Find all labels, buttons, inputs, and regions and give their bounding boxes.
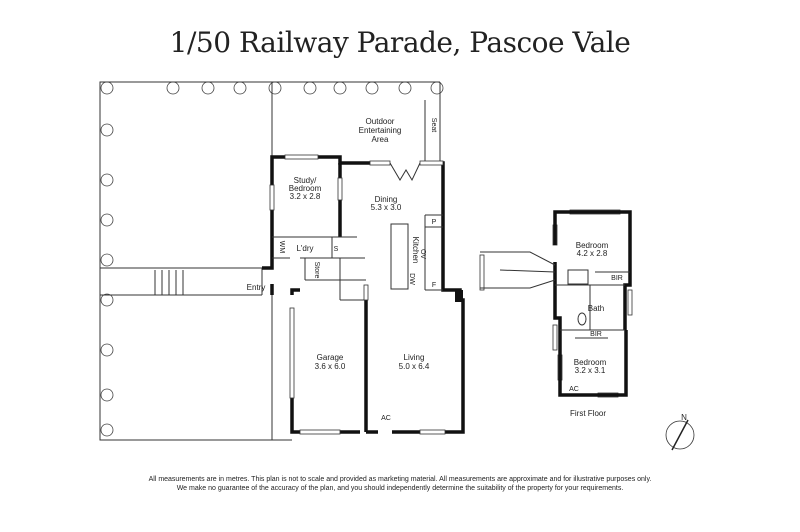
- fixture-bir-2: BIR: [590, 331, 602, 338]
- window: [369, 160, 391, 166]
- room-size-dining: 5.3 x 3.0: [371, 203, 402, 212]
- room-label-bedroom-1: Bedroom: [576, 241, 609, 250]
- fixture-wm: WM: [278, 241, 285, 254]
- external-steps: [154, 270, 184, 295]
- room-size-garage: 3.6 x 6.0: [315, 362, 346, 371]
- fixture-fridge: F: [432, 282, 436, 289]
- tree-icon: [430, 81, 444, 95]
- tree-icon: [303, 81, 317, 95]
- tree-icon: [398, 81, 412, 95]
- room-label-study: Study/: [294, 176, 317, 185]
- fixture-s: S: [334, 246, 339, 253]
- window: [269, 184, 275, 211]
- room-label-outdoor: Outdoor: [366, 117, 395, 126]
- tree-icon: [100, 173, 114, 187]
- tree-icon: [100, 388, 114, 402]
- tree-icon: [268, 81, 282, 95]
- fixture-ac-first: AC: [569, 386, 579, 393]
- room-label-dining: Dining: [375, 195, 398, 204]
- room-label-garage: Garage: [317, 353, 344, 362]
- room-label-bath: Bath: [588, 304, 604, 313]
- tree-icon: [100, 213, 114, 227]
- window: [363, 284, 369, 301]
- disclaimer: All measurements are in metres. This pla…: [0, 475, 800, 493]
- room-size-bedroom-2: 3.2 x 3.1: [575, 366, 606, 375]
- tree-icon: [233, 81, 247, 95]
- window: [627, 289, 633, 316]
- fixture-ac: AC: [381, 415, 391, 422]
- window: [419, 429, 446, 435]
- window: [552, 324, 558, 351]
- tree-icon: [201, 81, 215, 95]
- fixture-oven: OV: [419, 249, 426, 259]
- fixture-bir-1: BIR: [611, 275, 623, 282]
- window: [419, 160, 444, 166]
- room-label-laundry: L'dry: [296, 244, 313, 253]
- window: [479, 254, 485, 291]
- room-label-outdoor-3: Area: [372, 135, 389, 144]
- room-size-bedroom-1: 4.2 x 2.8: [577, 249, 608, 258]
- disclaimer-line-1: All measurements are in metres. This pla…: [148, 476, 652, 483]
- tree-icon: [100, 123, 114, 137]
- compass-label: N: [681, 413, 687, 422]
- yard-boundary: [99, 81, 441, 441]
- fixture-pantry: P: [432, 219, 437, 226]
- tree-icon: [100, 81, 114, 95]
- window: [337, 177, 343, 201]
- first-floor-walls: [480, 210, 695, 451]
- first-floor-label: First Floor: [570, 409, 606, 418]
- trees: [100, 81, 444, 437]
- fixture-store: Store: [313, 262, 320, 279]
- tree-icon: [166, 81, 180, 95]
- window: [284, 154, 319, 160]
- tree-icon: [100, 343, 114, 357]
- room-label-living: Living: [404, 353, 425, 362]
- tree-icon: [333, 81, 347, 95]
- room-label-study-2: Bedroom: [289, 184, 322, 193]
- disclaimer-line-2: We make no guarantee of the accuracy of …: [176, 485, 624, 492]
- fixture-seat: Seat: [430, 118, 437, 132]
- room-label-entry: Entry: [247, 283, 266, 292]
- tree-icon: [100, 253, 114, 267]
- tree-icon: [100, 423, 114, 437]
- room-size-study: 3.2 x 2.8: [290, 192, 321, 201]
- window: [289, 307, 295, 399]
- window: [299, 429, 341, 435]
- room-label-outdoor-2: Entertaining: [359, 126, 402, 135]
- tree-icon: [100, 293, 114, 307]
- tree-icon: [365, 81, 379, 95]
- room-label-kitchen: Kitchen: [411, 237, 420, 264]
- room-label-bedroom-2: Bedroom: [574, 358, 607, 367]
- fixture-dishwasher: DW: [408, 273, 415, 285]
- room-size-living: 5.0 x 6.4: [399, 362, 430, 371]
- page-title: 1/50 Railway Parade, Pascoe Vale: [169, 26, 631, 59]
